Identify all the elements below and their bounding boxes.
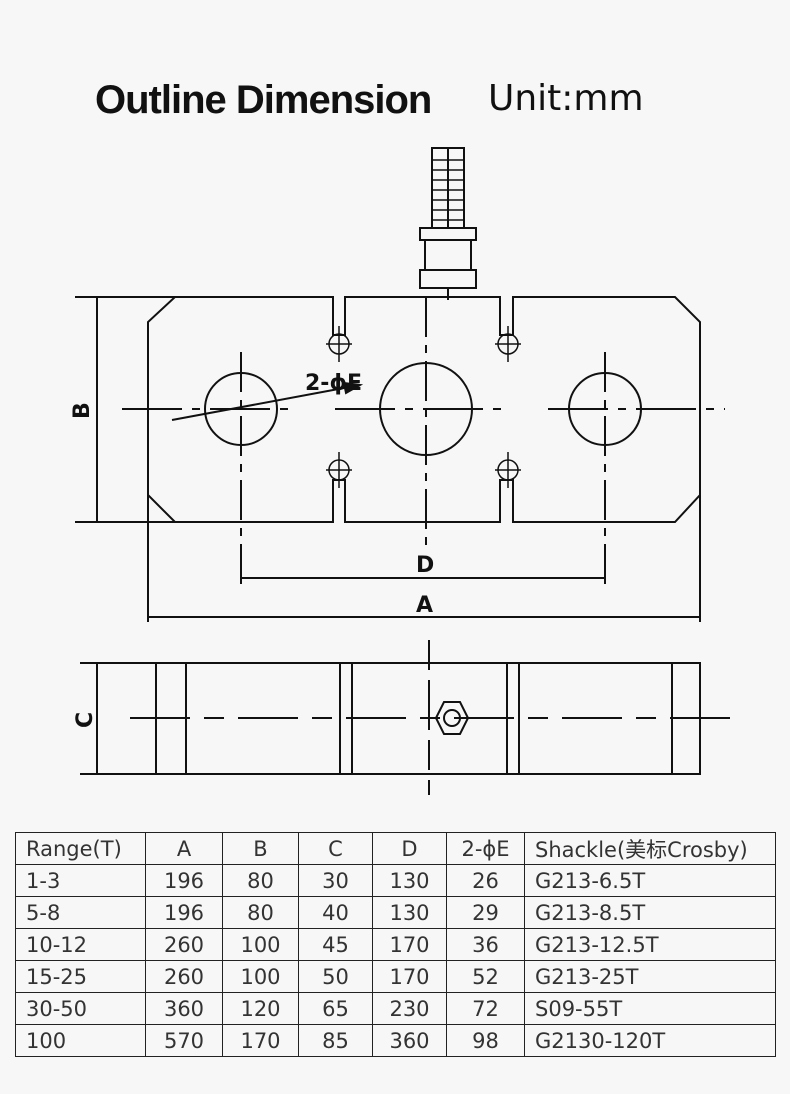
dim-c-label: C <box>73 712 98 728</box>
cell: 120 <box>222 992 299 1025</box>
cell: 360 <box>372 1024 447 1057</box>
cell: 260 <box>145 928 223 961</box>
cell: G213-6.5T <box>524 864 776 897</box>
cell: 100 <box>15 1024 146 1057</box>
cell: 170 <box>372 960 447 993</box>
table-header-row: Range(T) A B C D 2-ϕE Shackle(美标Crosby) <box>15 832 776 865</box>
header-cell: D <box>372 832 447 865</box>
cell: 170 <box>222 1024 299 1057</box>
cell: 130 <box>372 864 447 897</box>
cell: 10-12 <box>15 928 146 961</box>
cell: 30-50 <box>15 992 146 1025</box>
header-cell: A <box>145 832 223 865</box>
header-cell: 2-ϕE <box>446 832 525 865</box>
cell: 80 <box>222 896 299 929</box>
cell: 5-8 <box>15 896 146 929</box>
cell: 570 <box>145 1024 223 1057</box>
header-cell: B <box>222 832 299 865</box>
hole-label: 2-ϕE <box>305 371 362 396</box>
cell: 230 <box>372 992 447 1025</box>
header-cell: Range(T) <box>15 832 146 865</box>
cable-connector <box>419 147 477 300</box>
cell: G213-8.5T <box>524 896 776 929</box>
cell: 1-3 <box>15 864 146 897</box>
cell: 72 <box>446 992 525 1025</box>
cell: G2130-120T <box>524 1024 776 1057</box>
cell: 26 <box>446 864 525 897</box>
cell: 30 <box>298 864 373 897</box>
cell: 15-25 <box>15 960 146 993</box>
cell: 170 <box>372 928 447 961</box>
page-title: Outline Dimension <box>95 78 432 122</box>
cell: 100 <box>222 928 299 961</box>
top-view-plate <box>147 296 701 523</box>
cell: G213-25T <box>524 960 776 993</box>
cell: 196 <box>145 864 223 897</box>
cell: 29 <box>446 896 525 929</box>
cell: 65 <box>298 992 373 1025</box>
cell: 360 <box>145 992 223 1025</box>
cell: 80 <box>222 864 299 897</box>
cell: 85 <box>298 1024 373 1057</box>
header-cell: C <box>298 832 373 865</box>
cell: 100 <box>222 960 299 993</box>
cell: 130 <box>372 896 447 929</box>
dim-d-label: D <box>416 553 434 578</box>
cell: 45 <box>298 928 373 961</box>
outline-drawing: 2-ϕE B D A C <box>70 147 735 795</box>
cell: 196 <box>145 896 223 929</box>
dim-b-label: B <box>70 402 95 419</box>
cell: 52 <box>446 960 525 993</box>
cell: 98 <box>446 1024 525 1057</box>
cell: S09-55T <box>524 992 776 1025</box>
cell: 260 <box>145 960 223 993</box>
dim-a-label: A <box>416 593 433 618</box>
cell: 36 <box>446 928 525 961</box>
unit-label: Unit:mm <box>488 78 644 119</box>
cell: 50 <box>298 960 373 993</box>
cell: 40 <box>298 896 373 929</box>
cell: G213-12.5T <box>524 928 776 961</box>
header-cell: Shackle(美标Crosby) <box>524 832 776 865</box>
dimension-table: Range(T) A B C D 2-ϕE Shackle(美标Crosby) … <box>15 832 776 1057</box>
